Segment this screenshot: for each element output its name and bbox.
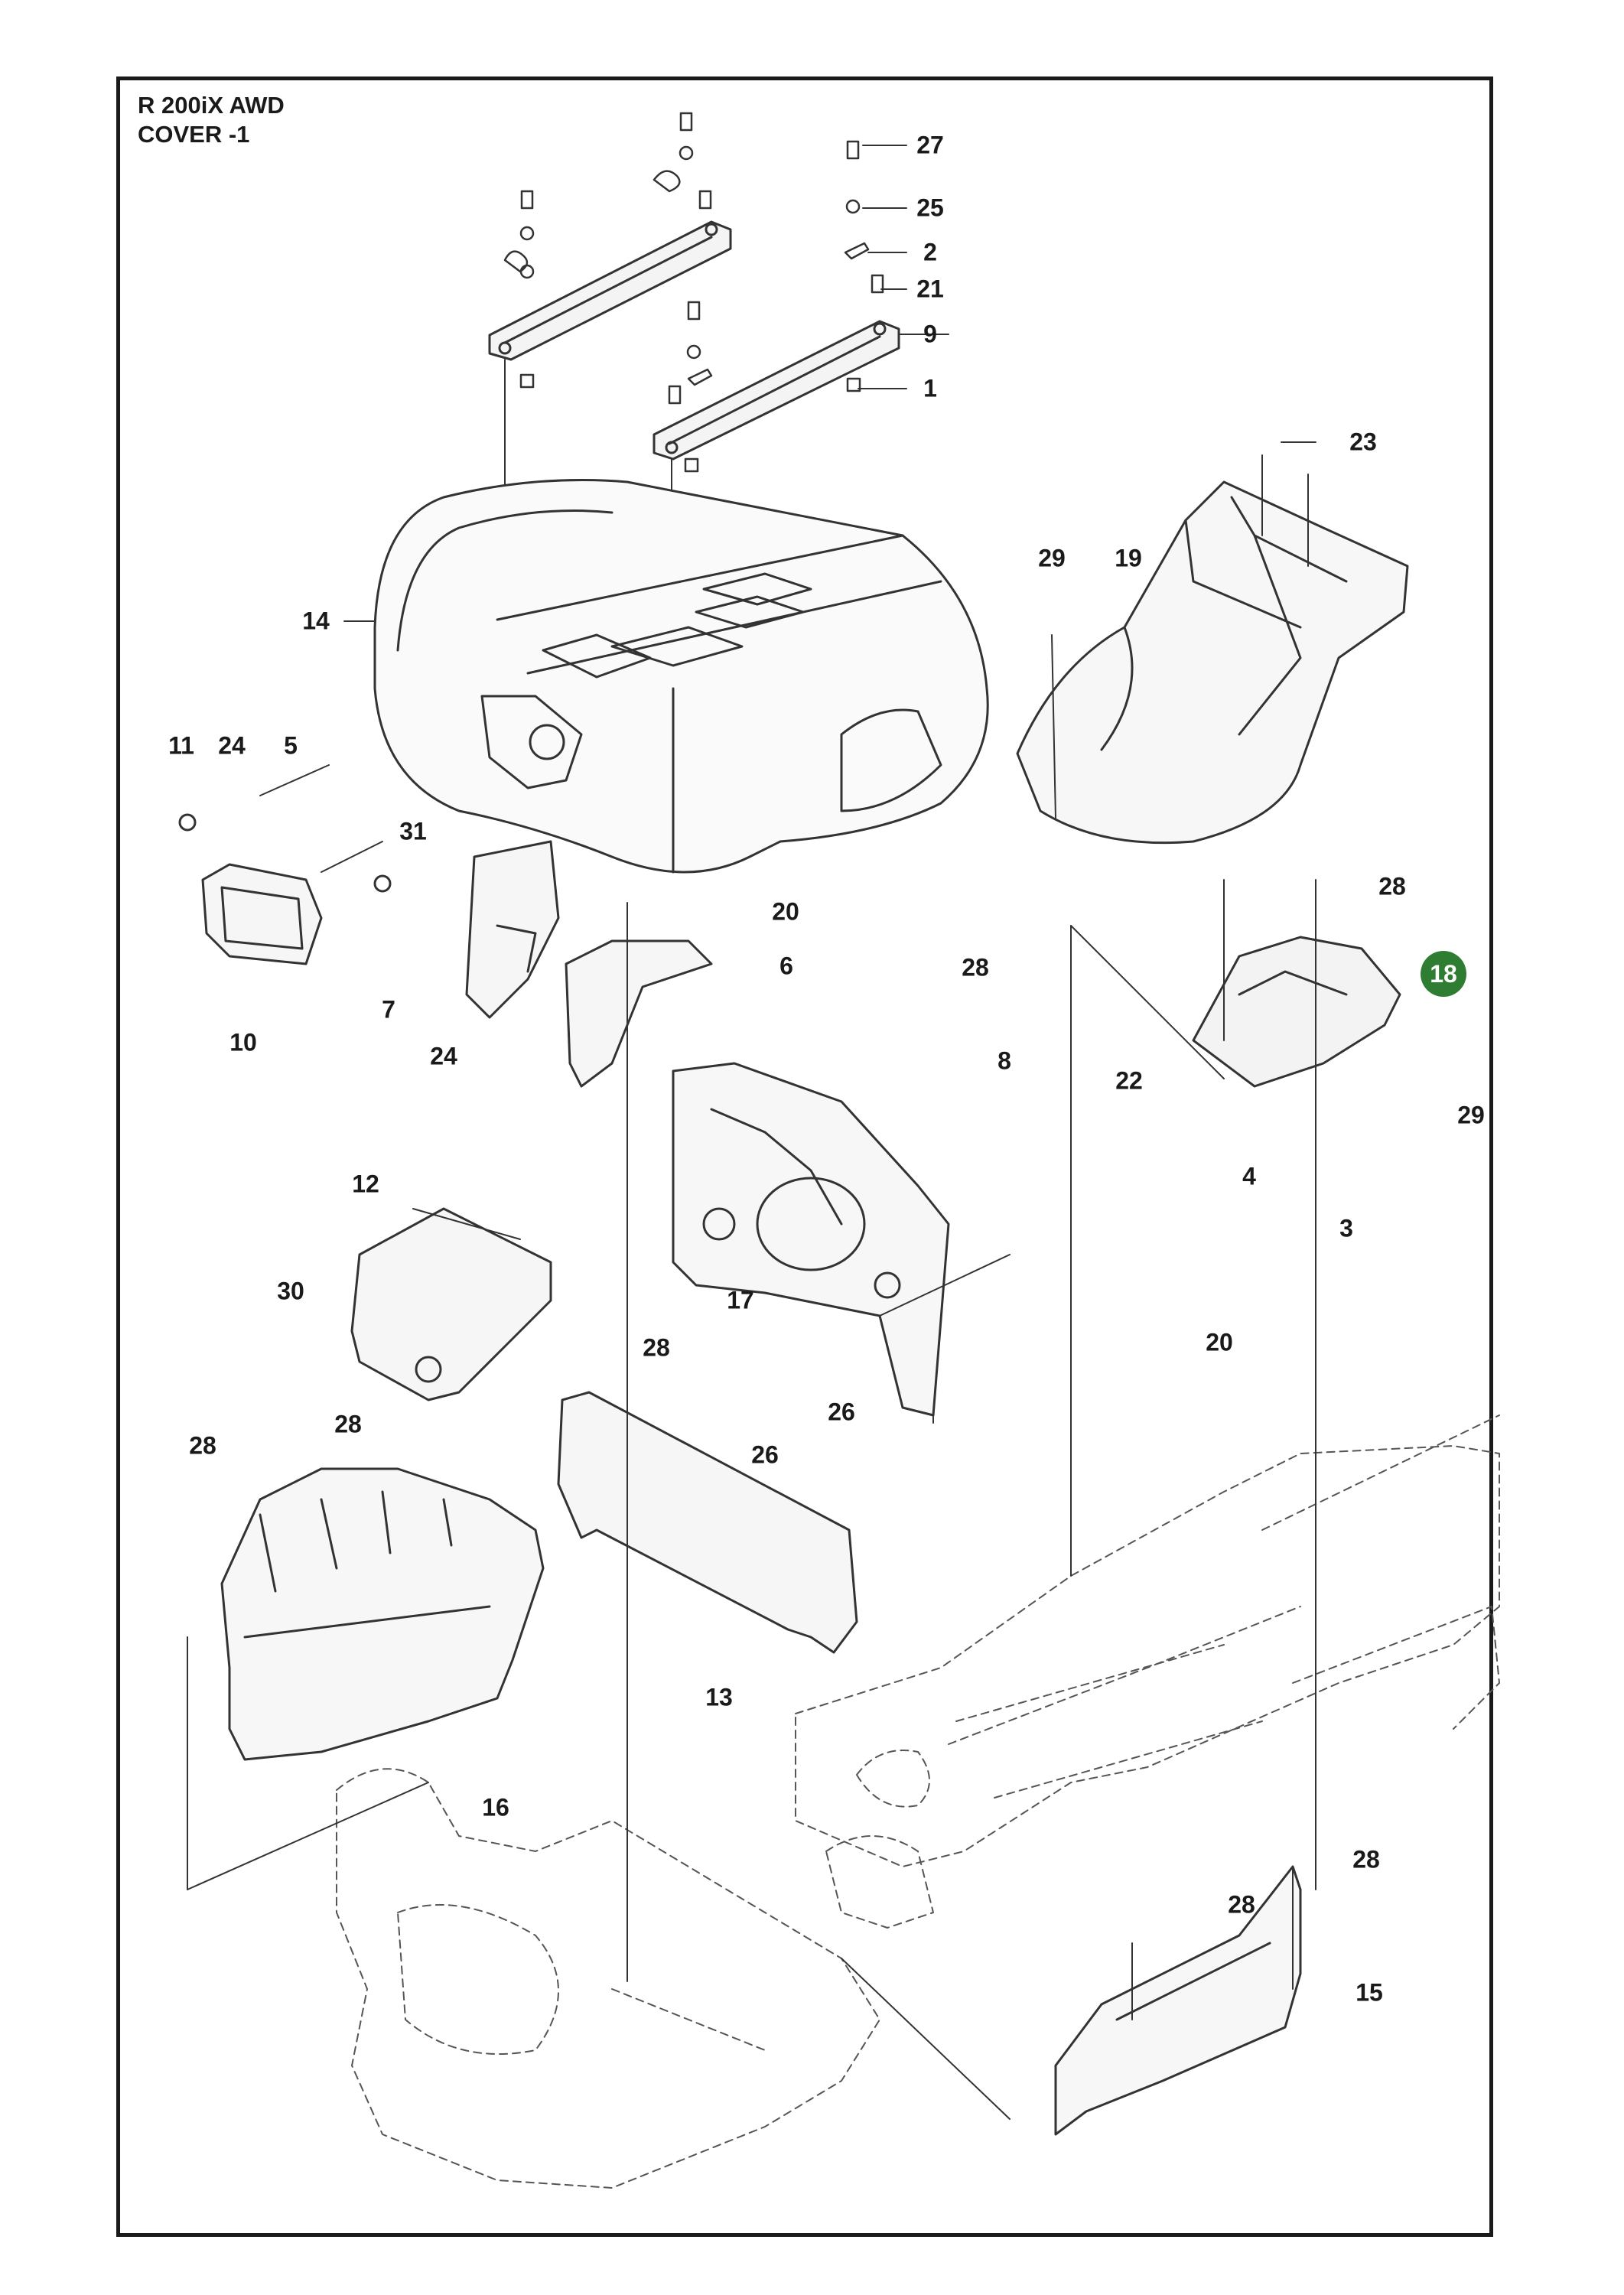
- part-label[interactable]: 1: [923, 374, 937, 402]
- handle-bar-right: [653, 320, 900, 461]
- part-label[interactable]: 4: [1242, 1162, 1256, 1190]
- part-label[interactable]: 11: [168, 731, 194, 760]
- part-label[interactable]: 28: [962, 953, 989, 981]
- part-label[interactable]: 28: [643, 1333, 670, 1362]
- part-label[interactable]: 19: [1115, 544, 1142, 572]
- part-label[interactable]: 27: [916, 131, 944, 159]
- handle-bar-left: [488, 220, 732, 361]
- part-label[interactable]: 24: [218, 731, 246, 760]
- chassis-dashed-outline: [336, 1414, 1500, 2189]
- headlight-assembly: [178, 764, 392, 965]
- lower-cover-16: [220, 1467, 545, 1761]
- side-panel-6: [565, 939, 713, 1088]
- part-label[interactable]: 23: [1349, 428, 1377, 456]
- part-label[interactable]: 22: [1115, 1066, 1143, 1095]
- leader-lines-long: [187, 902, 1316, 2120]
- part-label[interactable]: 10: [229, 1028, 257, 1056]
- part-label[interactable]: 20: [772, 897, 799, 926]
- side-panel-7: [465, 840, 560, 1019]
- part-label[interactable]: 13: [705, 1683, 733, 1711]
- part-label[interactable]: 15: [1356, 1978, 1383, 2007]
- part-label[interactable]: 5: [284, 731, 298, 760]
- inner-frame-17: [672, 1062, 950, 1417]
- part-label[interactable]: 3: [1339, 1214, 1353, 1242]
- part-label[interactable]: 26: [751, 1440, 779, 1469]
- part-label[interactable]: 21: [916, 275, 944, 303]
- part-label[interactable]: 26: [828, 1398, 855, 1426]
- part-label[interactable]: 12: [352, 1170, 379, 1198]
- part-label[interactable]: 17: [727, 1286, 754, 1314]
- part-label[interactable]: 7: [382, 995, 395, 1024]
- diagram-frame: [116, 76, 1493, 2237]
- part-label[interactable]: 28: [1228, 1890, 1255, 1919]
- part-label[interactable]: 29: [1038, 544, 1066, 572]
- rear-cover-15: [1054, 1865, 1302, 2136]
- part-label[interactable]: 14: [302, 607, 330, 635]
- highlighted-callout-18[interactable]: 18: [1421, 951, 1466, 997]
- part-label[interactable]: 28: [334, 1410, 362, 1438]
- part-label[interactable]: 16: [482, 1793, 509, 1821]
- bracket-18: [1192, 879, 1401, 1088]
- part-label[interactable]: 9: [923, 320, 937, 348]
- diagram-subtitle: COVER -1: [138, 121, 250, 148]
- panel-30: [350, 1207, 552, 1401]
- part-label[interactable]: 28: [1352, 1845, 1380, 1873]
- part-label[interactable]: 29: [1457, 1101, 1485, 1129]
- part-label[interactable]: 6: [779, 952, 793, 980]
- part-label[interactable]: 24: [430, 1042, 457, 1070]
- panel-13: [557, 1391, 858, 1654]
- hood-cover: [373, 479, 989, 874]
- seat-cover: [1016, 454, 1409, 845]
- part-label[interactable]: 30: [277, 1277, 304, 1305]
- part-label[interactable]: 20: [1206, 1328, 1233, 1356]
- part-label[interactable]: 2: [923, 238, 937, 266]
- part-label[interactable]: 8: [998, 1047, 1011, 1075]
- fasteners-top: [503, 112, 884, 473]
- part-label[interactable]: 31: [399, 817, 427, 845]
- part-label[interactable]: 25: [916, 194, 944, 222]
- part-label[interactable]: 28: [189, 1431, 216, 1460]
- part-label[interactable]: 28: [1378, 872, 1406, 900]
- diagram-title: R 200iX AWD: [138, 92, 285, 119]
